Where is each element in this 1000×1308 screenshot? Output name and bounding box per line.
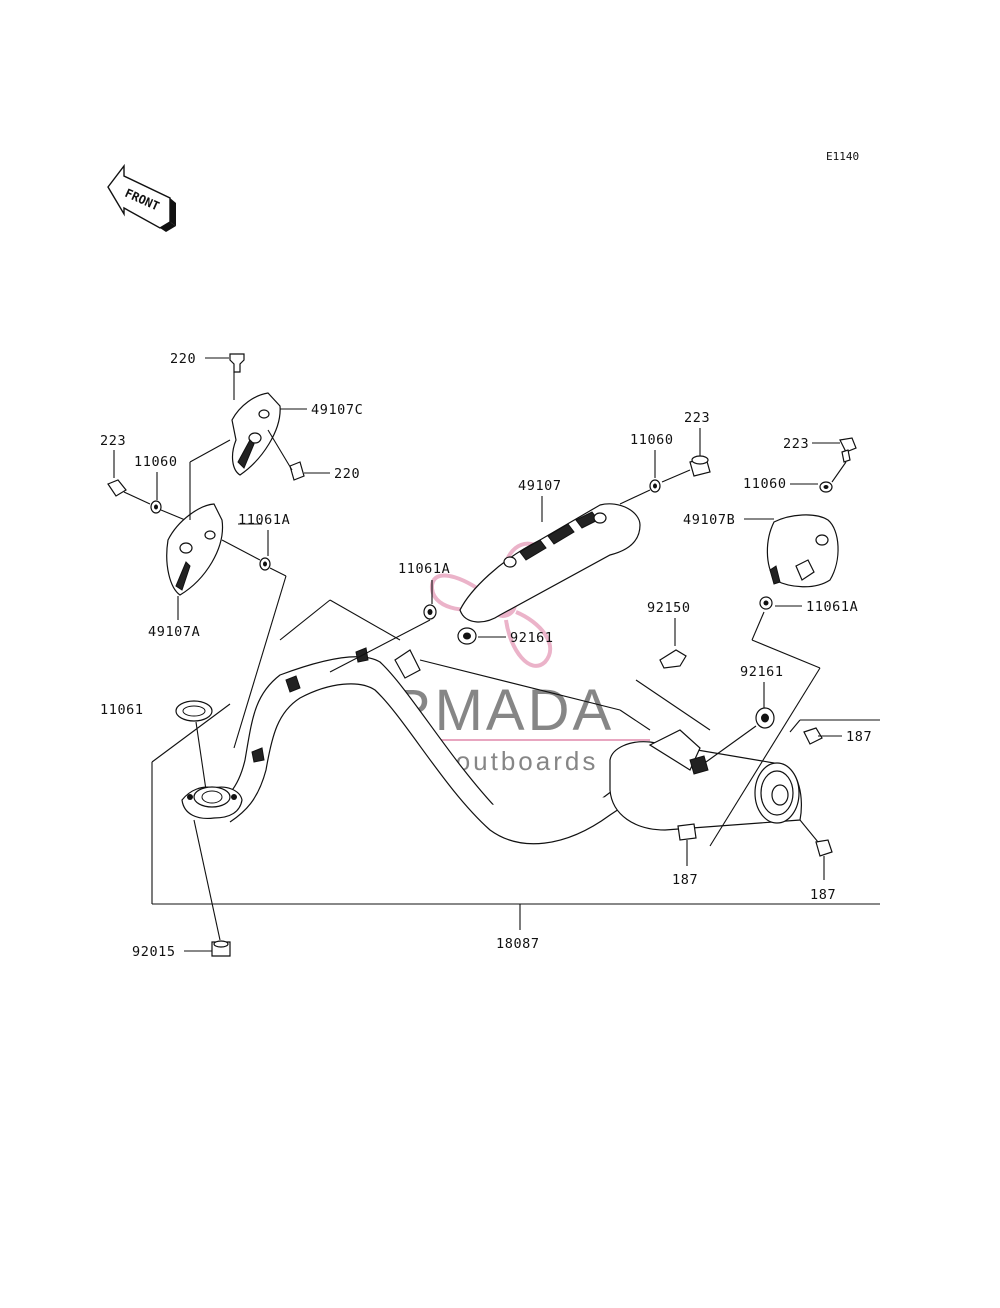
screw-220-side xyxy=(289,461,305,481)
label-49107b: 49107B xyxy=(683,512,735,528)
bolt-223-center xyxy=(689,455,711,477)
washer-11061a-right xyxy=(759,596,773,610)
bolt-223-left xyxy=(107,479,127,497)
label-223-center: 223 xyxy=(684,410,710,426)
label-11061a-center: 11061A xyxy=(398,561,450,577)
muffler xyxy=(609,729,802,831)
diagram-code: E1140 xyxy=(826,150,859,163)
label-49107: 49107 xyxy=(518,478,562,494)
washer-11061a-center xyxy=(423,604,437,620)
label-92150: 92150 xyxy=(647,600,691,616)
label-92161-center: 92161 xyxy=(510,630,554,646)
label-11061a-left: 11061A xyxy=(238,512,290,528)
screw-220-top xyxy=(229,353,245,400)
label-92161-right: 92161 xyxy=(740,664,784,680)
washer-11060-center xyxy=(649,479,661,493)
heat-shield-49107 xyxy=(459,503,641,623)
exhaust-pipe xyxy=(181,647,641,845)
bolt-187-bottom-right xyxy=(815,839,833,880)
label-187-right: 187 xyxy=(810,887,836,903)
washer-11060-right xyxy=(819,481,833,493)
gasket-11061 xyxy=(175,700,213,722)
label-220-top: 220 xyxy=(170,351,196,367)
heat-shield-49107b xyxy=(766,514,839,588)
label-220-side: 220 xyxy=(334,466,360,482)
label-49107c: 49107C xyxy=(311,402,363,418)
label-187-upper: 187 xyxy=(846,729,872,745)
label-187-center: 187 xyxy=(672,872,698,888)
bolt-187-bottom-center xyxy=(677,823,697,866)
label-11061a-right: 11061A xyxy=(806,599,858,615)
damper-92161-right xyxy=(755,707,775,729)
label-223-left: 223 xyxy=(100,433,126,449)
label-11060-right: 11060 xyxy=(743,476,787,492)
damper-92161-center xyxy=(457,627,477,645)
washer-11060-left xyxy=(150,500,162,514)
heat-shield-49107c xyxy=(231,392,281,476)
label-18087: 18087 xyxy=(496,936,540,952)
label-11060-left: 11060 xyxy=(134,454,178,470)
label-11061: 11061 xyxy=(100,702,144,718)
bolt-223-right xyxy=(839,437,857,463)
label-92015: 92015 xyxy=(132,944,176,960)
label-11060-center: 11060 xyxy=(630,432,674,448)
bolt-187-right-upper xyxy=(803,727,823,745)
label-49107a: 49107A xyxy=(148,624,200,640)
heat-shield-49107a xyxy=(166,503,224,596)
nut-92015 xyxy=(211,940,231,957)
label-223-right: 223 xyxy=(783,436,809,452)
bolt-92150 xyxy=(659,649,687,669)
washer-11061a-left xyxy=(259,557,271,571)
front-arrow-icon: FRONT xyxy=(107,163,176,232)
